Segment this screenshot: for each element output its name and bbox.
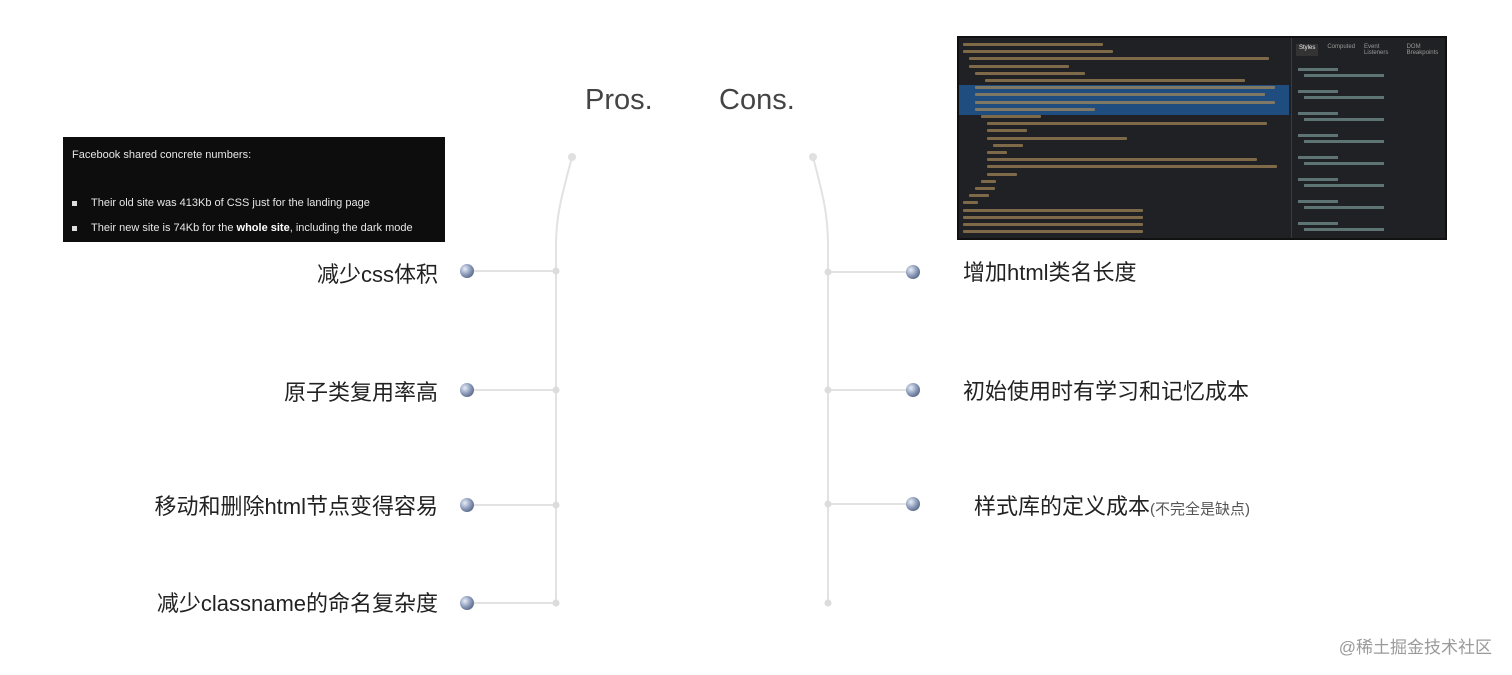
junction-dot bbox=[552, 267, 560, 275]
code-line bbox=[975, 107, 1095, 111]
con-1-bullet-dot bbox=[906, 265, 920, 279]
junction-dot bbox=[552, 599, 560, 607]
con-item-3: 样式库的定义成本(不完全是缺点) bbox=[974, 492, 1250, 525]
junction-dot bbox=[824, 268, 832, 276]
junction-dot bbox=[552, 501, 560, 509]
style-rule-line bbox=[1304, 206, 1384, 209]
code-line bbox=[987, 172, 1017, 176]
code-line bbox=[963, 201, 978, 205]
styles-tabs: Styles Computed Event Listeners DOM Brea… bbox=[1296, 44, 1445, 56]
code-line bbox=[963, 223, 1143, 226]
facebook-bullet-1: Their old site was 413Kb of CSS just for… bbox=[72, 197, 370, 209]
code-line bbox=[963, 208, 1143, 212]
pros-trunk bbox=[555, 156, 573, 602]
junction-dot bbox=[552, 386, 560, 394]
style-rule-line bbox=[1298, 68, 1338, 71]
code-line bbox=[987, 158, 1257, 162]
pro-item-4: 减少classname的命名复杂度 bbox=[156, 591, 438, 616]
style-rule-line bbox=[1298, 112, 1338, 115]
tab-event-listeners: Event Listeners bbox=[1364, 44, 1389, 56]
junction-dot bbox=[824, 599, 832, 607]
con-item-3-text: 样式库的定义成本 bbox=[974, 494, 1151, 519]
code-line bbox=[987, 136, 1127, 140]
pro-3-bullet-dot bbox=[460, 498, 474, 512]
style-rule-line bbox=[1304, 162, 1384, 165]
styles-panel: Styles Computed Event Listeners DOM Brea… bbox=[1291, 38, 1445, 238]
style-rule-line bbox=[1304, 228, 1384, 231]
code-line bbox=[975, 71, 1085, 75]
devtools-screenshot: Styles Computed Event Listeners DOM Brea… bbox=[957, 36, 1447, 240]
con-2-bullet-dot bbox=[906, 383, 920, 397]
style-rule-line bbox=[1298, 156, 1338, 159]
code-line bbox=[963, 230, 1143, 234]
style-rule-line bbox=[1298, 90, 1338, 93]
code-line bbox=[981, 179, 996, 183]
code-line bbox=[987, 122, 1267, 126]
style-rule-line bbox=[1298, 134, 1338, 137]
cons-trunk bbox=[812, 156, 829, 603]
style-rule-line bbox=[1304, 96, 1384, 99]
facebook-bullet-2: Their new site is 74Kb for the whole sit… bbox=[72, 222, 413, 234]
code-line bbox=[975, 100, 1275, 104]
bullet-bold-text: whole site bbox=[236, 222, 290, 234]
elements-panel bbox=[959, 38, 1289, 238]
style-rule-line bbox=[1304, 118, 1384, 121]
tab-computed: Computed bbox=[1327, 44, 1356, 50]
facebook-numbers-image: Facebook shared concrete numbers: Their … bbox=[63, 137, 445, 242]
cons-heading: Cons. bbox=[719, 84, 795, 116]
pro-item-2: 原子类复用率高 bbox=[283, 380, 438, 405]
code-line bbox=[969, 57, 1269, 61]
code-line bbox=[975, 93, 1265, 97]
style-rule-line bbox=[1304, 184, 1384, 187]
pro-2-bullet-dot bbox=[460, 383, 474, 397]
style-rule-line bbox=[1298, 200, 1338, 203]
tab-dom-breakpoints: DOM Breakpoints bbox=[1406, 44, 1439, 56]
pro-1-bullet-dot bbox=[460, 264, 474, 278]
pro-item-3: 移动和删除html节点变得容易 bbox=[154, 494, 438, 519]
con-item-2: 初始使用时有学习和记忆成本 bbox=[963, 379, 1250, 404]
pros-heading: Pros. bbox=[585, 84, 653, 116]
code-line bbox=[993, 143, 1023, 147]
bullet-text: , including the dark mode bbox=[289, 222, 413, 234]
code-line bbox=[987, 151, 1007, 154]
code-line bbox=[981, 115, 1041, 118]
facebook-box-title: Facebook shared concrete numbers: bbox=[72, 149, 252, 161]
code-line bbox=[963, 50, 1113, 54]
con-item-1: 增加html类名长度 bbox=[963, 260, 1137, 285]
tab-styles: Styles bbox=[1296, 44, 1319, 56]
code-line bbox=[969, 194, 989, 198]
code-line bbox=[987, 165, 1277, 169]
style-rule-line bbox=[1304, 74, 1384, 77]
code-line bbox=[969, 64, 1069, 68]
code-line bbox=[985, 79, 1245, 82]
bullet-text: Their new site is 74Kb for the bbox=[91, 222, 237, 234]
junction-dot bbox=[824, 500, 832, 508]
style-rule-line bbox=[1298, 222, 1338, 225]
style-rule-line bbox=[1304, 140, 1384, 143]
watermark: @稀土掘金技术社区 bbox=[1338, 638, 1492, 657]
con-3-bullet-dot bbox=[906, 497, 920, 511]
con-item-3-note: (不完全是缺点) bbox=[1150, 501, 1251, 518]
pro-4-bullet-dot bbox=[460, 596, 474, 610]
code-line bbox=[963, 43, 1103, 46]
code-line bbox=[975, 187, 995, 190]
junction-dot bbox=[824, 386, 832, 394]
code-line bbox=[963, 215, 1143, 219]
code-line bbox=[975, 86, 1275, 90]
style-rule-line bbox=[1298, 178, 1338, 181]
code-line bbox=[987, 129, 1027, 133]
pro-item-1: 减少css体积 bbox=[316, 262, 438, 287]
